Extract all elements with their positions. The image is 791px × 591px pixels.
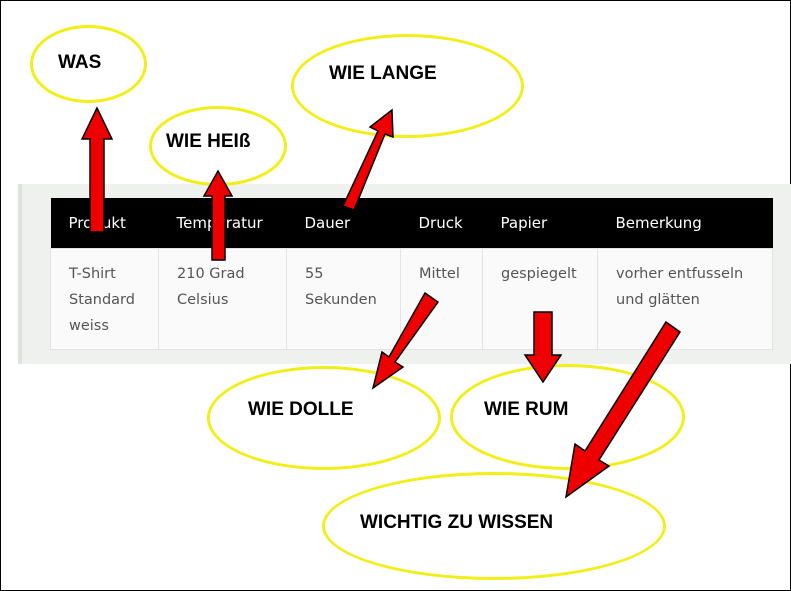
cell-line: Mittel xyxy=(419,265,460,282)
label-wichtig: WICHTIG ZU WISSEN xyxy=(360,512,554,533)
ellipse-wichtig xyxy=(322,472,666,580)
arrow-up-icon xyxy=(202,169,234,261)
ellipse-wie-dolle xyxy=(207,366,441,470)
header-bemerkung: Bemerkung xyxy=(597,198,773,248)
cell-druck: Mittel xyxy=(400,247,483,350)
cell-line: Celsius xyxy=(177,291,229,308)
cell-line: 55 xyxy=(305,265,324,282)
arrow-diagonal-icon xyxy=(564,320,682,499)
ellipse-was xyxy=(30,25,147,103)
cell-bemerkung: vorher entfusseln und glätten xyxy=(597,247,773,350)
cell-line: T-Shirt xyxy=(69,265,116,282)
arrow-down-icon xyxy=(523,311,563,384)
cell-line: Sekunden xyxy=(305,291,377,308)
header-papier: Papier xyxy=(482,198,598,248)
header-dauer: Dauer xyxy=(286,198,401,248)
cell-line: vorher entfusseln xyxy=(616,265,744,282)
table-row: T-Shirt Standard weiss 210 Grad Celsius … xyxy=(50,247,773,350)
cell-produkt: T-Shirt Standard weiss xyxy=(50,247,159,350)
cell-temperatur: 210 Grad Celsius xyxy=(158,247,287,350)
header-druck: Druck xyxy=(400,198,483,248)
cell-line: Standard xyxy=(69,291,135,308)
cell-line: gespiegelt xyxy=(501,265,577,282)
arrow-diagonal-icon xyxy=(371,291,440,390)
label-wie-rum: WIE RUM xyxy=(484,399,569,420)
label-wie-dolle: WIE DOLLE xyxy=(248,399,354,420)
label-wie-heiss: WIE HEIß xyxy=(166,131,251,152)
arrow-up-icon xyxy=(80,106,114,233)
cell-line: 210 Grad xyxy=(177,265,245,282)
cell-line: und glätten xyxy=(616,291,700,308)
ellipse-wie-lange xyxy=(291,34,524,138)
label-was: WAS xyxy=(58,52,102,73)
label-wie-lange: WIE LANGE xyxy=(329,63,437,84)
arrow-diagonal-icon xyxy=(341,108,394,211)
cell-line: weiss xyxy=(69,317,109,334)
cell-dauer: 55 Sekunden xyxy=(286,247,401,350)
